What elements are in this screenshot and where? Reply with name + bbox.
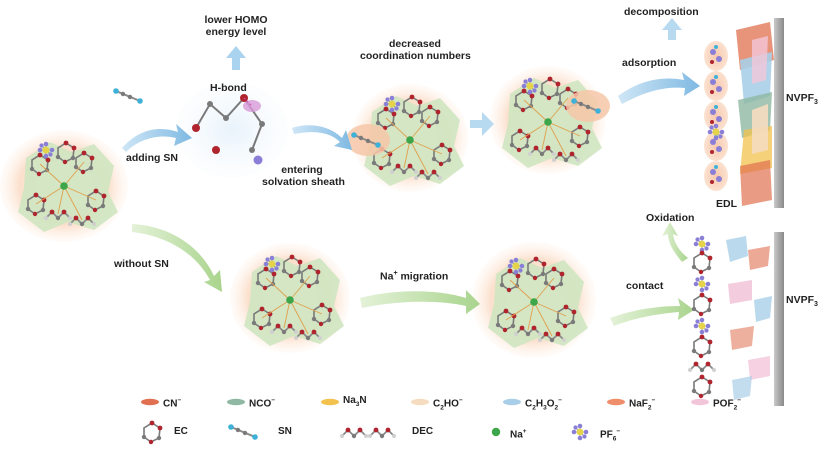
label-nvpf-bottom: NVPF3 <box>786 294 818 309</box>
legend-pf6-icon <box>571 423 589 441</box>
label-adding-sn: adding SN <box>126 152 178 164</box>
arrow-decreased-to-sn <box>470 112 494 136</box>
legend-swatch-5 <box>607 398 625 406</box>
legend-swatch-1 <box>227 398 245 406</box>
arrow-contact <box>610 298 694 326</box>
legend-species-label-5: NaF2− <box>629 397 656 412</box>
oxidation-stack <box>687 235 717 400</box>
electrode-top <box>774 18 784 208</box>
legend-swatch-2 <box>321 398 339 406</box>
legend-dec-label: DEC <box>412 426 434 437</box>
legend-species-label-6: POF2− <box>713 397 741 412</box>
arrow-adsorption <box>618 72 700 104</box>
arrow-adding-sn <box>122 124 192 152</box>
legend-na-icon <box>491 427 501 437</box>
legend-species-label-4: C2H3O2− <box>525 397 562 412</box>
h-bond-complex <box>192 94 265 165</box>
arrow-decomposition <box>662 18 682 40</box>
arrow-without-sn <box>132 224 222 292</box>
legend-na-label: Na+ <box>510 428 527 441</box>
free-sn-molecule <box>112 87 144 105</box>
label-decomposition: decomposition <box>624 6 699 18</box>
arrow-entering <box>292 125 352 150</box>
label-contact: contact <box>626 280 664 292</box>
legend-dec-icon <box>339 426 397 440</box>
legend-swatch-4 <box>503 398 521 406</box>
legend-ec-label: EC <box>174 426 188 437</box>
label-adsorption: adsorption <box>622 57 677 69</box>
legend-species-label-0: CN− <box>163 397 182 410</box>
legend-swatch-6 <box>691 398 709 406</box>
cei-layer-top <box>736 22 774 206</box>
label-without-sn: without SN <box>114 258 169 270</box>
solvation-cluster-initial <box>18 141 118 232</box>
label-na-migration: Na+ migration <box>380 270 449 283</box>
label-edl: EDL <box>716 198 737 210</box>
electrode-bottom <box>774 232 784 406</box>
legend-pf6-label: PF6− <box>600 428 621 443</box>
cei-layer-bottom <box>726 236 772 400</box>
legend-swatch-0 <box>141 398 159 406</box>
label-h-bond: H-bond <box>210 82 247 94</box>
legend-sn-icon <box>227 423 259 441</box>
arrow-oxidation <box>662 222 688 262</box>
legend-sn-label: SN <box>278 426 292 437</box>
label-nvpf-top: NVPF3 <box>786 92 818 107</box>
solvation-cluster-migration <box>488 257 588 348</box>
legend-molecule-icons <box>141 419 589 446</box>
legend-species-swatches <box>141 398 709 406</box>
legend-swatch-3 <box>411 398 429 406</box>
arrow-up-homo <box>226 46 246 70</box>
legend-species-label-3: C2HO− <box>433 397 463 412</box>
legend-species-label-1: NCO− <box>249 397 276 410</box>
solvation-cluster-without-sn <box>244 255 344 346</box>
edl-top <box>704 41 728 191</box>
legend-ec-icon <box>141 419 164 446</box>
legend-species-label-2: Na3N <box>343 395 367 408</box>
label-oxidation: Oxidation <box>646 212 695 224</box>
arrow-na-migration <box>360 290 480 314</box>
